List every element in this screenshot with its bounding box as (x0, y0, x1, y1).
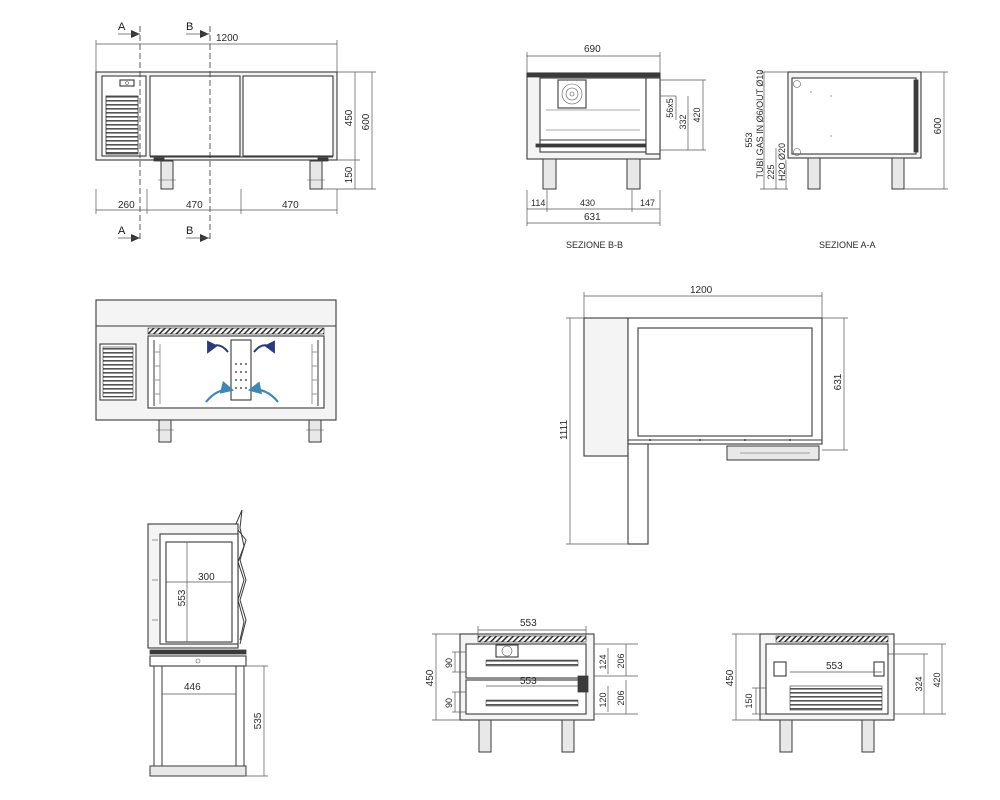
evaporator-fan (557, 79, 587, 109)
dim-top-depth: 631 (833, 373, 844, 390)
door-1 (149, 75, 241, 157)
dim-tray-height: 450 (725, 669, 736, 686)
dim-tray-150: 150 (744, 693, 754, 708)
dim-section-a-depth: 553 (744, 132, 754, 147)
side-base-plate (149, 655, 247, 667)
dim-drawer-inner-width-mid: 553 (520, 676, 537, 687)
tray-leg-left (779, 719, 793, 753)
dim-section-b-mid: 430 (580, 198, 595, 208)
dim-width-door-1: 470 (186, 200, 203, 211)
dim-width-unit: 260 (118, 200, 135, 211)
drawer-leg-left (478, 719, 492, 753)
dim-section-b-left: 114 (531, 198, 545, 208)
front-leg-left (160, 160, 174, 190)
top-side-door-open (627, 443, 649, 545)
dim-drawer-inner-width-top: 553 (520, 618, 537, 629)
probe-column (230, 339, 252, 401)
tray-grille (789, 685, 883, 711)
dim-height-total: 600 (361, 113, 372, 130)
section-a-leg-right (891, 157, 905, 190)
section-b-view: 690 56x5 332 420 114 430 147 631 SEZIONE… (526, 44, 706, 250)
tray-leg-right (861, 719, 875, 753)
display-panel (119, 79, 135, 87)
section-a-view: 553 TUBI GAS IN Ø6/OUT Ø10 225 H2O Ø20 6… (744, 70, 948, 250)
dim-height-legs: 150 (344, 166, 355, 183)
dim-top-width: 1200 (690, 285, 713, 296)
drawer-leg-right (561, 719, 575, 753)
dim-section-a-height: 600 (933, 117, 944, 134)
dim-tray-inner-width: 553 (826, 661, 843, 672)
section-a-gas-pipes: TUBI GAS IN Ø6/OUT Ø10 (755, 70, 765, 179)
top-worktop (637, 327, 813, 437)
dim-section-b-width-top: 690 (584, 44, 601, 55)
airflow-leg-right (308, 419, 322, 443)
dim-height-cabinet: 450 (344, 109, 355, 126)
dim-section-b-width-bottom: 631 (584, 212, 601, 223)
side-floor-plate (149, 765, 247, 777)
top-unit-block (583, 317, 629, 457)
airflow-leg-left (158, 419, 172, 443)
top-view: 1200 1111 631 (559, 285, 848, 545)
airflow-view (95, 299, 337, 443)
dim-overall-width: 1200 (216, 33, 239, 44)
section-a-water: H2O Ø20 (777, 143, 787, 181)
airflow-vent-grille (102, 346, 134, 398)
section-a-label-top: A (118, 21, 126, 33)
section-b-leg-right (626, 158, 641, 190)
dim-section-b-h2: 332 (678, 114, 688, 129)
dim-side-inner-height: 553 (177, 589, 188, 606)
dim-drawer-120: 120 (598, 692, 608, 707)
dim-side-inner-width: 300 (198, 572, 215, 583)
airflow-arrow-right-bottom (247, 381, 279, 403)
airflow-arrow-left-bottom (205, 380, 235, 403)
side-detail-view: 300 553 446 535 (147, 509, 268, 777)
dim-drawer-206b: 206 (616, 690, 626, 705)
section-a-leg-left (807, 157, 821, 190)
dim-tray-324: 324 (914, 676, 924, 691)
dim-drawer-bottom: 90 (444, 698, 454, 708)
front-leg-right (309, 160, 323, 190)
dim-side-leg-height: 535 (253, 712, 264, 729)
section-b-label-bottom: B (186, 225, 193, 237)
section-b-caption: SEZIONE B-B (566, 240, 623, 250)
dim-section-b-right: 147 (640, 198, 655, 208)
tray-view: 553 450 150 324 420 (725, 633, 946, 753)
dim-side-width: 446 (184, 682, 201, 693)
drawer-view: 553 553 450 90 90 124 206 120 206 (425, 618, 638, 753)
dim-section-a-225: 225 (766, 164, 776, 179)
dim-drawer-height: 450 (425, 669, 436, 686)
section-b-label-top: B (186, 21, 193, 33)
door-2 (242, 75, 334, 157)
section-b-interior (539, 77, 647, 153)
dim-section-b-h1: 56x5 (665, 98, 675, 118)
dim-top-total-depth: 1111 (559, 420, 570, 440)
dim-drawer-top: 90 (444, 658, 454, 668)
dim-width-door-2: 470 (282, 200, 299, 211)
airflow-arrow-right-top (253, 340, 275, 354)
section-b-leg-left (542, 158, 557, 190)
dim-drawer-124: 124 (598, 654, 608, 669)
dim-section-b-h3: 420 (692, 107, 702, 122)
vent-grille (105, 95, 139, 155)
front-view: A B A B 1200 450 150 600 260 470 470 (95, 21, 376, 242)
dim-drawer-206a: 206 (616, 653, 626, 668)
side-inner-chamber (165, 541, 233, 643)
section-a-label-bottom: A (118, 225, 126, 237)
airflow-arrow-left-top (207, 340, 229, 354)
section-a-caption: SEZIONE A-A (819, 240, 876, 250)
dim-tray-420: 420 (932, 672, 942, 687)
